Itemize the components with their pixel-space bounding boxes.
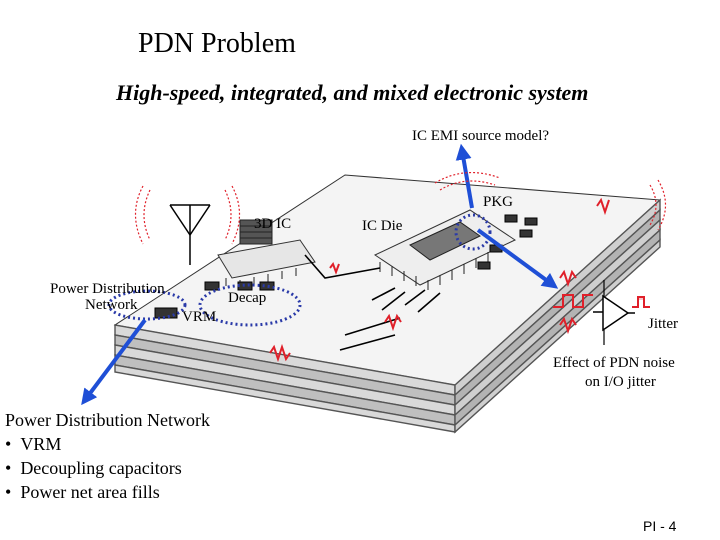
- pdn-label-line1: Power Distribution: [50, 281, 165, 297]
- 3d-ic-chip: [217, 219, 316, 288]
- pdn-label-line2: Network: [85, 297, 138, 313]
- slide-subtitle: High-speed, integrated, and mixed electr…: [116, 80, 589, 105]
- pdn-list-item: • VRM: [5, 434, 62, 454]
- package-chip: [373, 209, 517, 290]
- pdn-list-item: • Power net area fills: [5, 482, 160, 502]
- noise-squiggles: [269, 197, 610, 363]
- vrm-label: VRM: [182, 309, 217, 325]
- page-number: PI - 4: [643, 518, 677, 534]
- ic-die-label: IC Die: [362, 218, 403, 234]
- bullet-icon: •: [5, 458, 21, 478]
- bullet-icon: •: [5, 434, 21, 454]
- effect-label-line1: Effect of PDN noise: [553, 355, 675, 371]
- 3d-ic-label: 3D IC: [254, 216, 292, 232]
- highlight-ellipses: [107, 213, 492, 327]
- slide-title: PDN Problem: [138, 28, 296, 59]
- antenna-icon: [169, 204, 211, 265]
- pkg-label: PKG: [483, 194, 514, 210]
- bullet-icon: •: [5, 482, 21, 502]
- emi-arcs: [134, 171, 667, 245]
- pdn-list-heading: Power Distribution Network: [5, 410, 210, 430]
- decap-components: [154, 214, 538, 319]
- pcb-board: [113, 174, 662, 434]
- jitter-buffer: [553, 280, 650, 345]
- pdn-list-item: • Decoupling capacitors: [5, 458, 182, 478]
- jitter-label: Jitter: [648, 316, 678, 332]
- decap-label: Decap: [228, 290, 267, 306]
- effect-label-line2: on I/O jitter: [585, 374, 656, 390]
- blue-arrows: [81, 143, 559, 406]
- ic-emi-label: IC EMI source model?: [412, 128, 550, 144]
